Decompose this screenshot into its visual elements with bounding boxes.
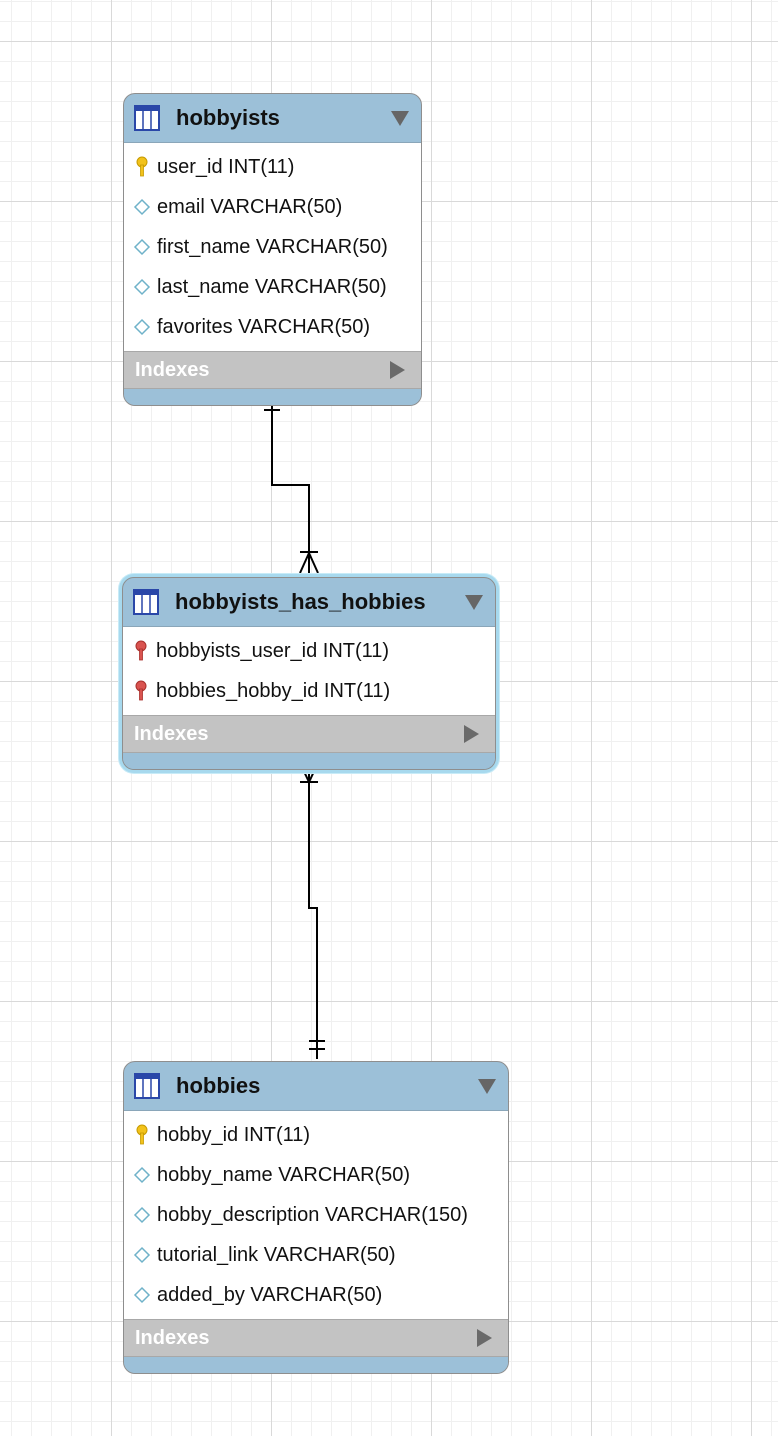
column-diamond-icon (133, 1286, 151, 1304)
primary-key-icon (136, 156, 148, 177)
foreign-key-icon (135, 680, 147, 701)
column-row[interactable]: added_by VARCHAR(50) (124, 1275, 508, 1315)
table-title: hobbies (176, 1073, 261, 1098)
table-footer (123, 753, 495, 769)
column-diamond-icon (133, 278, 151, 296)
table-footer (124, 1357, 508, 1373)
table-title: hobbyists_has_hobbies (175, 589, 426, 614)
table-header[interactable]: hobbies (124, 1062, 508, 1110)
table-hobbyists-has-hobbies[interactable]: hobbyists_has_hobbies hobbyists_user_id … (122, 577, 496, 770)
column-diamond-icon (133, 1246, 151, 1264)
table-footer (124, 389, 421, 405)
table-header[interactable]: hobbyists_has_hobbies (123, 578, 495, 626)
column-list: hobbyists_user_id INT(11) hobbies_hobby_… (123, 626, 495, 715)
column-diamond-icon (133, 1206, 151, 1224)
relationship-line-hobbies[interactable] (308, 762, 318, 1059)
column-row[interactable]: hobby_description VARCHAR(150) (124, 1195, 508, 1235)
expand-arrow-icon[interactable] (390, 361, 405, 379)
many-marker (299, 550, 319, 574)
column-diamond-icon (133, 318, 151, 336)
column-diamond-icon (133, 198, 151, 216)
expand-arrow-icon[interactable] (477, 1329, 492, 1347)
collapse-arrow-icon[interactable] (465, 594, 483, 610)
foreign-key-icon (135, 640, 147, 661)
relationship-line-hobbyists[interactable] (271, 393, 310, 573)
primary-key-icon (136, 1124, 148, 1145)
column-row[interactable]: email VARCHAR(50) (124, 187, 421, 227)
indexes-section[interactable]: Indexes (124, 351, 421, 389)
indexes-section[interactable]: Indexes (124, 1319, 508, 1357)
column-list: user_id INT(11) email VARCHAR(50) first_… (124, 142, 421, 351)
column-row[interactable]: first_name VARCHAR(50) (124, 227, 421, 267)
indexes-section[interactable]: Indexes (123, 715, 495, 753)
column-row[interactable]: hobbies_hobby_id INT(11) (123, 671, 495, 711)
table-icon (133, 589, 159, 615)
indexes-label: Indexes (135, 358, 210, 381)
indexes-label: Indexes (135, 1326, 210, 1349)
collapse-arrow-icon[interactable] (391, 110, 409, 126)
expand-arrow-icon[interactable] (464, 725, 479, 743)
table-hobbies[interactable]: hobbies hobby_id INT(11) hobby_name VARC… (123, 1061, 509, 1374)
table-icon (134, 1073, 160, 1099)
column-row[interactable]: last_name VARCHAR(50) (124, 267, 421, 307)
column-list: hobby_id INT(11) hobby_name VARCHAR(50) … (124, 1110, 508, 1319)
table-title: hobbyists (176, 105, 280, 130)
collapse-arrow-icon[interactable] (478, 1078, 496, 1094)
indexes-label: Indexes (134, 722, 209, 745)
column-row[interactable]: favorites VARCHAR(50) (124, 307, 421, 347)
table-hobbyists[interactable]: hobbyists user_id INT(11) email VARCHAR(… (123, 93, 422, 406)
column-row[interactable]: hobby_name VARCHAR(50) (124, 1155, 508, 1195)
column-row[interactable]: user_id INT(11) (124, 147, 421, 187)
table-icon (134, 105, 160, 131)
column-diamond-icon (133, 1166, 151, 1184)
column-row[interactable]: hobby_id INT(11) (124, 1115, 508, 1155)
table-header[interactable]: hobbyists (124, 94, 421, 142)
column-diamond-icon (133, 238, 151, 256)
column-row[interactable]: tutorial_link VARCHAR(50) (124, 1235, 508, 1275)
column-row[interactable]: hobbyists_user_id INT(11) (123, 631, 495, 671)
